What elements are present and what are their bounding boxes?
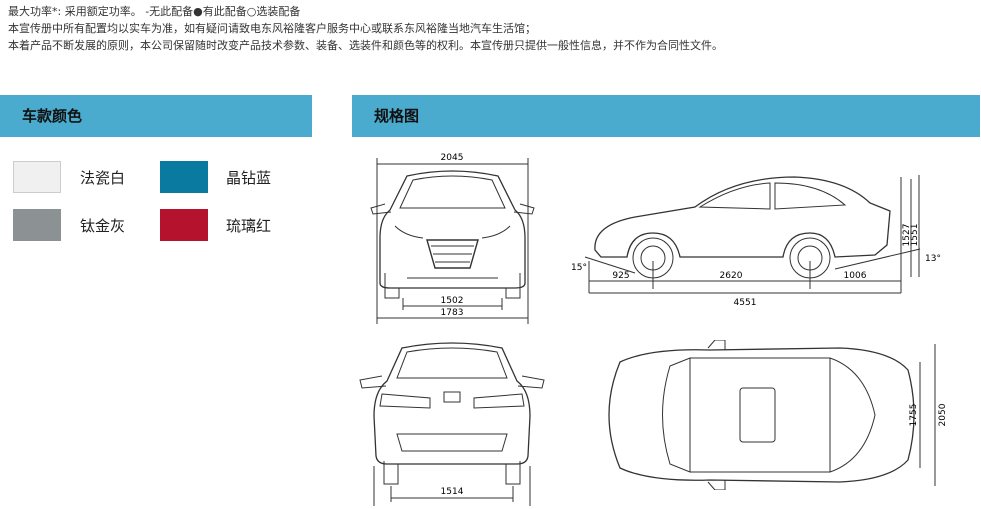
dim-body-width: 1783 [441,308,464,318]
top-view-diagram: 1755 2050 [608,340,948,490]
dim-mirror-width: 2045 [441,153,464,163]
notes: 最大功率*: 采用额定功率。 -无此配备●有此配备○选装配备 本宣传册中所有配置… [8,3,968,54]
colors-section-title: 车款颜色 [0,95,312,137]
color-label-white: 法瓷白 [80,169,126,187]
front-view-diagram: 2045 1502 1783 [370,153,535,324]
rear-view-diagram: 1514 [359,342,545,506]
dim-top-width: 1755 [909,404,919,427]
color-swatch-red[interactable] [160,209,208,241]
spec-section-title: 规格图 [352,95,980,137]
color-label-red: 琉璃红 [226,217,272,235]
dim-length: 4551 [734,298,757,308]
color-swatch-white[interactable] [13,161,61,193]
note-line-2: 本宣传册中所有配置均以实车为准，如有疑问请致电东风裕隆客户服务中心或联系东风裕隆… [8,22,536,35]
note-line-3: 本着产品不断发展的原则，本公司保留随时改变产品技术参数、装备、选装件和颜色等的权… [8,39,723,52]
color-label-blue: 晶钻蓝 [226,169,272,187]
dim-front-overhang: 925 [612,271,629,281]
dim-wheelbase: 2620 [720,271,743,281]
side-view-diagram: 925 2620 1006 4551 15° 13° 1527 1551 [571,175,941,308]
color-swatch-gray[interactable] [13,209,61,241]
dim-top-width-mirrors: 2050 [938,403,948,426]
dim-front-track: 1502 [441,296,464,306]
dim-departure-angle: 13° [925,254,941,264]
dim-rear-overhang: 1006 [844,271,867,281]
color-label-gray: 钛金灰 [80,217,126,235]
note-line-1: 最大功率*: 采用额定功率。 -无此配备●有此配备○选装配备 [8,5,301,18]
dim-height-1551: 1551 [910,224,920,247]
dim-height-1527: 1527 [902,224,912,247]
color-swatch-blue[interactable] [160,161,208,193]
dim-rear-track: 1514 [441,487,464,497]
dim-approach-angle: 15° [571,263,587,273]
